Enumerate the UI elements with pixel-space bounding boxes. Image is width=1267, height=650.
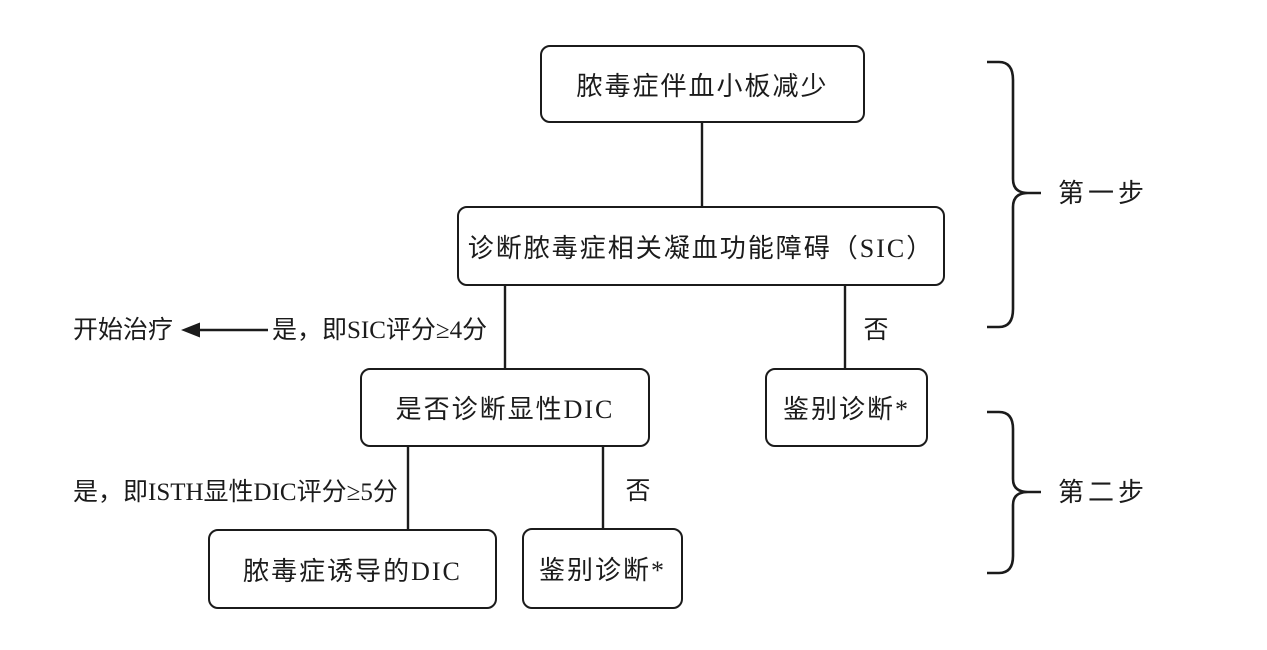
no-label-upper: 否	[863, 317, 889, 344]
node-sepsis-induced-dic: 脓毒症诱导的DIC	[208, 529, 497, 609]
node-differential-diagnosis-lower: 鉴别诊断*	[522, 528, 683, 609]
node-differential-diagnosis-upper: 鉴别诊断*	[765, 368, 928, 447]
node-overt-dic-question: 是否诊断显性DIC	[360, 368, 650, 447]
step1-brace	[987, 60, 1041, 329]
start-treatment-label: 开始治疗	[73, 317, 174, 344]
step2-brace	[987, 410, 1041, 575]
node-sepsis-thrombocytopenia: 脓毒症伴血小板减少	[540, 45, 865, 123]
yes-sic-score-label: 是，即SIC评分≥4分	[272, 317, 488, 344]
step1-label: 第一步	[1058, 179, 1149, 208]
no-label-lower: 否	[625, 478, 651, 505]
step2-label: 第二步	[1058, 478, 1149, 507]
yes-isth-score-label: 是，即ISTH显性DIC评分≥5分	[73, 479, 398, 506]
start-treatment-arrow-icon	[181, 322, 268, 338]
node-sic-diagnosis: 诊断脓毒症相关凝血功能障碍（SIC）	[457, 206, 945, 286]
